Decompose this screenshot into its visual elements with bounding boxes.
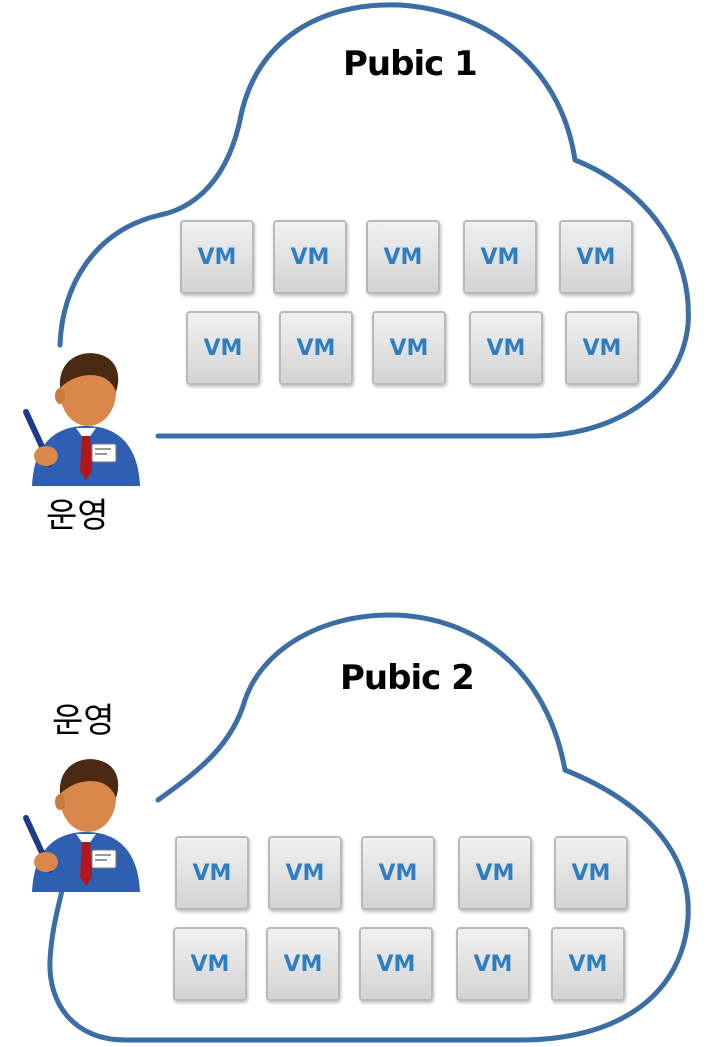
operator-label: 운영 <box>46 496 109 536</box>
vm-box: VM <box>565 311 639 385</box>
vm-box: VM <box>279 311 353 385</box>
vm-box: VM <box>359 927 433 1001</box>
vm-box: VM <box>366 220 440 294</box>
vm-box: VM <box>372 311 446 385</box>
vm-box: VM <box>554 836 628 910</box>
vm-box: VM <box>361 836 435 910</box>
vm-box: VM <box>559 220 633 294</box>
vm-box: VM <box>469 311 543 385</box>
vm-box: VM <box>463 220 537 294</box>
vm-box: VM <box>173 927 247 1001</box>
cloud-2-outline <box>47 612 691 1043</box>
cloud-1-title: Pubic 1 <box>343 44 478 84</box>
vm-box: VM <box>175 836 249 910</box>
cloud-2-title: Pubic 2 <box>340 658 475 698</box>
vm-box: VM <box>180 220 254 294</box>
vm-box: VM <box>186 311 260 385</box>
cloud-1-outline <box>57 2 691 439</box>
vm-box: VM <box>456 927 530 1001</box>
operator-icon <box>23 759 140 892</box>
vm-box: VM <box>268 836 342 910</box>
vm-box: VM <box>551 927 625 1001</box>
vm-box: VM <box>266 927 340 1001</box>
operator-label: 운영 <box>52 701 115 741</box>
vm-box: VM <box>273 220 347 294</box>
vm-box: VM <box>458 836 532 910</box>
operator-icon <box>23 353 140 486</box>
